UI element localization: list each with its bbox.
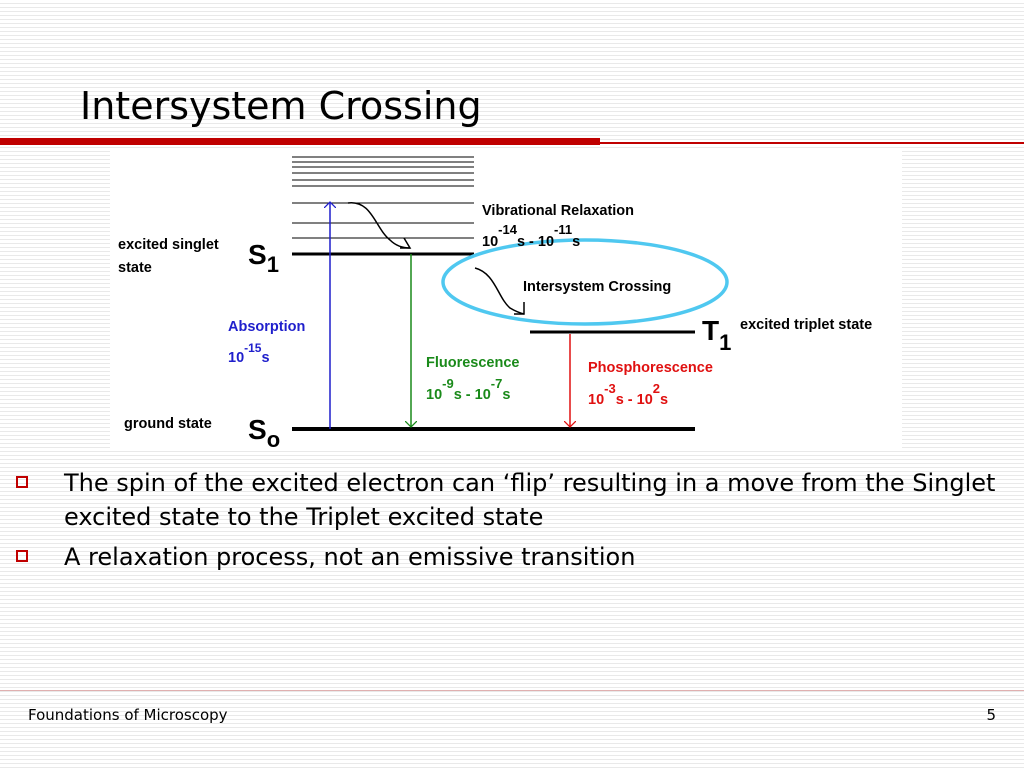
fluorescence-label: Fluorescence [426,355,520,371]
footer-divider [0,690,1024,691]
jablonski-diagram-svg: excited singlet state S1 Absorption 10-1… [118,156,872,450]
slide-title: Intersystem Crossing [80,84,482,128]
intersystem-crossing-label: Intersystem Crossing [523,279,671,295]
footer-course-title: Foundations of Microscopy [28,706,228,724]
bullet-item: The spin of the excited electron can ‘fl… [14,466,1014,534]
page-number: 5 [986,706,996,724]
s0-symbol: So [248,414,280,450]
bullet-list: The spin of the excited electron can ‘fl… [14,466,1014,580]
vibrational-relaxation-squiggle [347,202,411,249]
jablonski-diagram: excited singlet state S1 Absorption 10-1… [110,148,902,450]
title-underline-thin [600,142,1024,144]
bullet-text: A relaxation process, not an emissive tr… [64,543,636,571]
bullet-square-icon [16,550,28,562]
absorption-time: 10-15s [228,341,270,366]
vibrational-relaxation-hook [400,237,412,249]
absorption-label: Absorption [228,319,305,335]
ground-state-label: ground state [124,416,212,432]
intersystem-crossing-squiggle [474,267,525,315]
bullet-square-icon [16,476,28,488]
vibrational-relaxation-label: Vibrational Relaxation [482,203,634,219]
phosphorescence-label: Phosphorescence [588,360,713,376]
title-underline-bar [0,138,600,145]
t1-symbol: T1 [702,315,731,355]
excited-singlet-label: excited singlet [118,237,219,253]
phosphorescence-time: 10-3s - 102s [588,381,668,408]
bullet-text: The spin of the excited electron can ‘fl… [64,469,996,531]
bullet-item: A relaxation process, not an emissive tr… [14,540,1014,574]
excited-triplet-label: excited triplet state [740,317,872,333]
vibrational-levels [292,156,474,239]
intersystem-crossing-hook [514,302,525,315]
vibrational-relaxation-time: 10-14s - 10-11s [482,222,580,250]
intersystem-crossing-highlight [441,238,729,326]
s1-symbol: S1 [248,239,279,277]
excited-singlet-state-label: state [118,260,152,276]
fluorescence-time: 10-9s - 10-7s [426,376,510,403]
